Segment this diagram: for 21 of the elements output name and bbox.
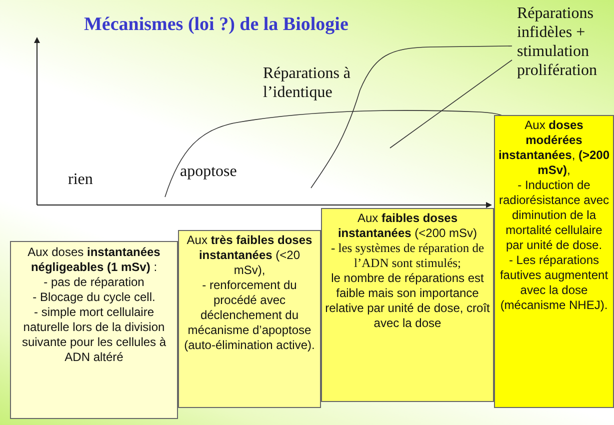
curve-label: apoptose <box>180 162 238 181</box>
box-text: - Blocage du cycle cell. <box>32 290 156 305</box>
box-text: - pas de réparation <box>42 275 146 290</box>
title: Mécanismes (loi ?) de la Biologie <box>84 14 348 36</box>
box-text: - renforcement du procédé avec déclenchement du mécanisme d’apoptose (auto-élimination active). <box>183 278 316 353</box>
curve-label: rien <box>68 170 94 189</box>
text-box <box>321 208 494 402</box>
box-text: - simple mort cellulaire naturelle lors de la division suivante pour les cellules à ADN altéré <box>20 305 168 365</box>
box-heading: Aux très faibles doses instantanées (<20 mSv), <box>186 233 314 278</box>
box-text: - Les réparations fautives augmentent avec la dose (mécanisme NHEJ). <box>498 253 610 313</box>
box-text: - Induction de radiorésistance avec diminution de la mortalité cellulaire par unité de dose. <box>498 178 610 253</box>
curve-label: Réparations infidèles + stimulation prolifération <box>517 4 598 80</box>
box-heading: Aux doses instantanées négligeables (1 mSv) : <box>26 245 162 275</box>
curve-label: Réparations à l’identique <box>263 64 352 102</box>
box-heading: Aux faibles doses instantanées (<200 mSv) <box>336 211 478 241</box>
text-box <box>494 115 614 408</box>
text-box <box>178 230 321 408</box>
text-box <box>10 241 178 419</box>
box-text: le nombre de réparations est faible mais son importance relative par unité de dose, croît avec la dose <box>325 271 490 331</box>
box-heading: Aux doses modérées instantanées, (>200 mSv), <box>498 118 610 178</box>
box-text: - les systèmes de réparation de l’ADN sont stimulés; <box>330 241 486 271</box>
